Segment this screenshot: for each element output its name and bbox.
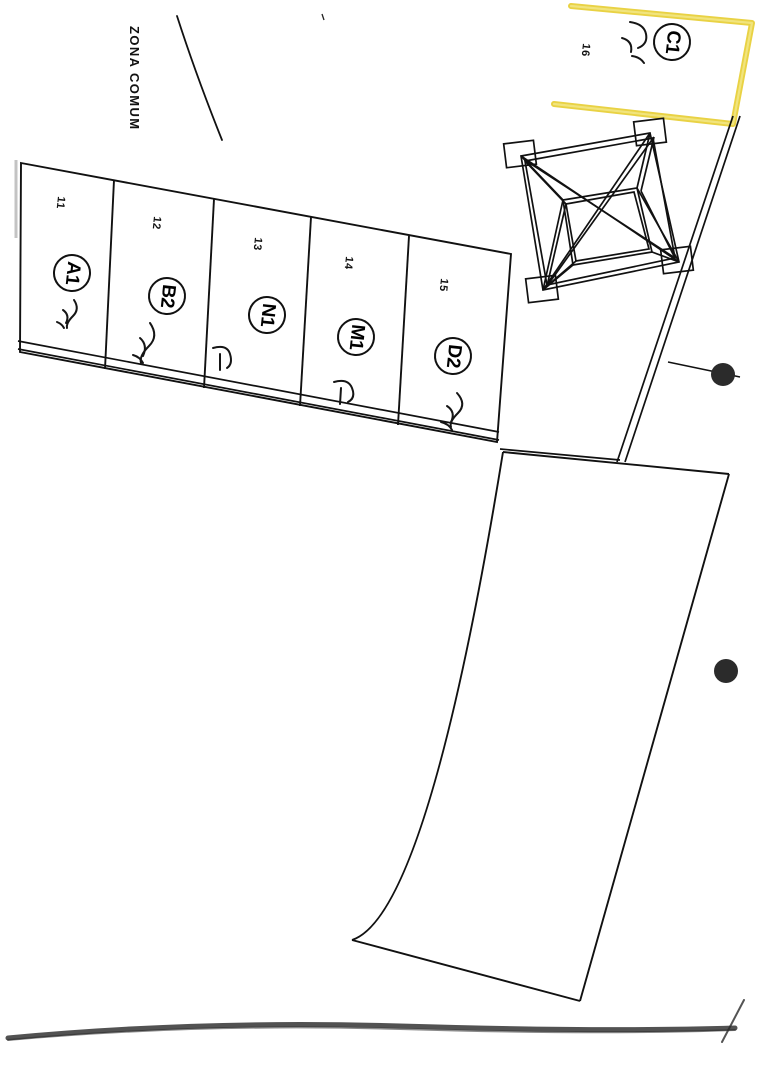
- handwriting-parcel-15: [440, 392, 464, 431]
- parcel-dividers: [104, 179, 410, 426]
- road-right-lower: [499, 448, 621, 461]
- parcel-code-12: B2: [155, 283, 180, 309]
- parcel-code-14: M1: [344, 323, 369, 351]
- scan-paper-edge: [5, 999, 745, 1043]
- parcel-number-14: 14: [341, 255, 355, 271]
- parcel-number-11: 11: [53, 195, 67, 210]
- handwriting-parcel-14: [333, 379, 355, 405]
- tower-cross-bracing: [520, 132, 680, 291]
- highlight-parcel-16: [551, 3, 755, 127]
- parcel-code-15: D2: [441, 343, 466, 369]
- stray-tick-top: [321, 13, 325, 21]
- handwriting-parcel-11: [56, 299, 78, 329]
- large-lot: [351, 451, 730, 1002]
- road-right-corridor: [616, 115, 741, 463]
- zona-comum-label: ZONA COMUM: [127, 26, 142, 131]
- handwriting-parcel-12: [132, 322, 156, 364]
- road-lower-left: [17, 340, 500, 441]
- handwriting-parcel-13: [212, 345, 232, 371]
- handwriting-parcel-16: [621, 21, 648, 64]
- parcel-strip-boundary: [19, 161, 513, 444]
- pole-marker-lower: [714, 659, 738, 683]
- parcel-number-16: 16: [578, 42, 592, 58]
- pole-marker-upper: [711, 363, 735, 386]
- parcel-number-12: 12: [149, 215, 163, 231]
- tower-pad-nw: [502, 139, 538, 169]
- parcel-code-16: C1: [660, 29, 685, 55]
- parcel-number-13: 13: [250, 236, 264, 252]
- parcel-code-13: N1: [255, 302, 280, 328]
- parcel-number-15: 15: [436, 277, 450, 293]
- zona-comum-leader: [176, 15, 223, 141]
- parcel-code-11: A1: [60, 260, 85, 286]
- tower-struts: [520, 132, 680, 291]
